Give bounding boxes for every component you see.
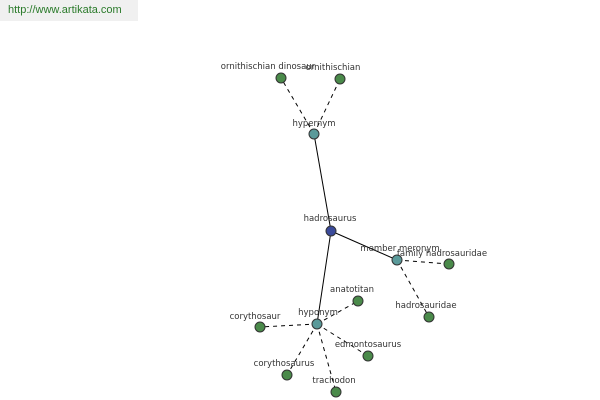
node-label-corythosaurus: corythosaurus <box>254 359 315 369</box>
edge-hyponym-corythosaurus <box>286 323 318 376</box>
node-label-hadrosaurus: hadrosaurus <box>304 214 357 224</box>
edge-hyponym-trachodon <box>316 323 337 393</box>
edge-layer <box>259 77 450 393</box>
node-ornithischian_dinosaur[interactable] <box>275 72 287 84</box>
node-label-ornithischian: ornithischian <box>306 63 361 73</box>
label-layer: hadrosaurus hypernym hyponym member meronym… <box>221 62 487 386</box>
node-layer <box>254 72 455 398</box>
node-label-hadrosauridae: hadrosauridae <box>395 301 456 311</box>
node-corythosaurus[interactable] <box>281 369 293 381</box>
node-label-hypernym: hypernym <box>292 119 335 129</box>
node-edmontosaurus[interactable] <box>362 350 374 362</box>
edge-hypernym-ornithischian_dinosaur <box>280 77 315 135</box>
edge-member_meronym-genus_hadrosauridae <box>396 259 450 265</box>
node-hypernym[interactable] <box>308 128 320 140</box>
node-label-genus_hadrosauridae: family hadrosauridae <box>397 249 487 259</box>
node-corythosaur[interactable] <box>254 321 266 333</box>
node-label-trachodon: trachodon <box>312 376 355 386</box>
node-label-anatotitan: anatotitan <box>330 285 374 295</box>
node-label-edmontosaurus: edmontosaurus <box>335 340 402 350</box>
node-hadrosauridae[interactable] <box>423 311 435 323</box>
node-hadrosaurus[interactable] <box>325 225 337 237</box>
edge-member_meronym-hadrosauridae <box>396 259 430 318</box>
node-label-corythosaur: corythosaur <box>230 312 281 322</box>
edge-hadrosaurus-hypernym <box>313 133 332 232</box>
node-hyponym[interactable] <box>311 318 323 330</box>
node-label-ornithischian_dinosaur: ornithischian dinosaur <box>221 62 316 72</box>
edge-hyponym-corythosaur <box>259 323 318 328</box>
node-label-hyponym: hyponym <box>298 308 338 318</box>
node-anatotitan[interactable] <box>352 295 364 307</box>
edge-hadrosaurus-hyponym <box>316 230 332 325</box>
node-trachodon[interactable] <box>330 386 342 398</box>
edge-hyponym-edmontosaurus <box>316 323 369 357</box>
node-ornithischian[interactable] <box>334 73 346 85</box>
node-genus_hadrosauridae[interactable] <box>443 258 455 270</box>
edge-hypernym-ornithischian <box>313 78 341 135</box>
edge-hadrosaurus-member_meronym <box>330 230 398 261</box>
node-label-member_meronym: member meronym <box>360 244 439 254</box>
node-member_meronym[interactable] <box>391 254 403 266</box>
watermark-url: http://www.artikata.com <box>0 0 138 21</box>
